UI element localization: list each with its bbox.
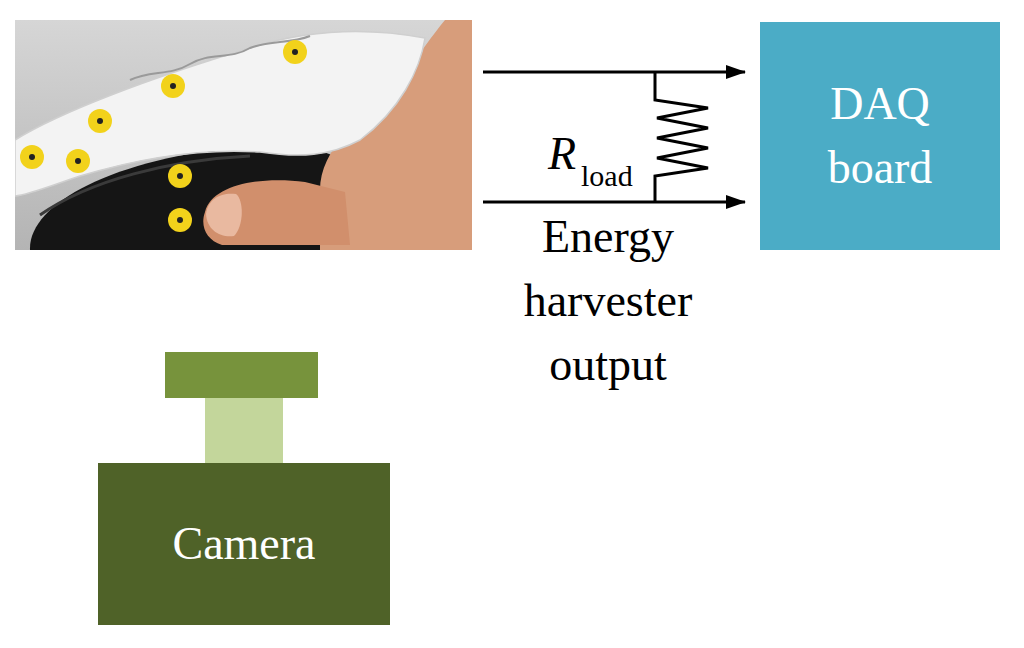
marker-dot	[177, 173, 183, 179]
hand-photo	[15, 20, 472, 250]
glove-wire	[130, 36, 310, 80]
marker	[161, 74, 185, 98]
marker	[168, 208, 192, 232]
camera-lens	[205, 398, 283, 463]
motion-markers	[20, 40, 307, 232]
marker	[20, 145, 44, 169]
marker-dot	[177, 217, 183, 223]
glove	[15, 32, 425, 196]
marker	[168, 164, 192, 188]
thumbnail	[206, 194, 242, 237]
marker	[88, 109, 112, 133]
photo-background	[15, 20, 472, 250]
resistor-symbol-letter: R	[548, 131, 576, 177]
signal-arrow	[483, 201, 745, 204]
thumb	[203, 180, 350, 245]
output-caption: Energy harvester output	[498, 205, 718, 397]
daq-board-box: DAQ board	[760, 22, 1000, 250]
resistor-symbol	[655, 72, 708, 202]
node-label: Camera	[172, 512, 315, 576]
signal-arrow	[483, 71, 745, 74]
mouse-body	[30, 145, 372, 250]
resistor-subscript: load	[581, 161, 633, 191]
camera-body: Camera	[98, 463, 390, 625]
marker-dot	[170, 83, 176, 89]
marker-dot	[75, 158, 81, 164]
node-label: DAQ board	[795, 72, 965, 200]
marker	[66, 149, 90, 173]
marker	[283, 40, 307, 64]
marker-dot	[292, 49, 298, 55]
marker-dot	[29, 154, 35, 160]
camera-lens-cap	[165, 352, 318, 398]
marker-dot	[97, 118, 103, 124]
